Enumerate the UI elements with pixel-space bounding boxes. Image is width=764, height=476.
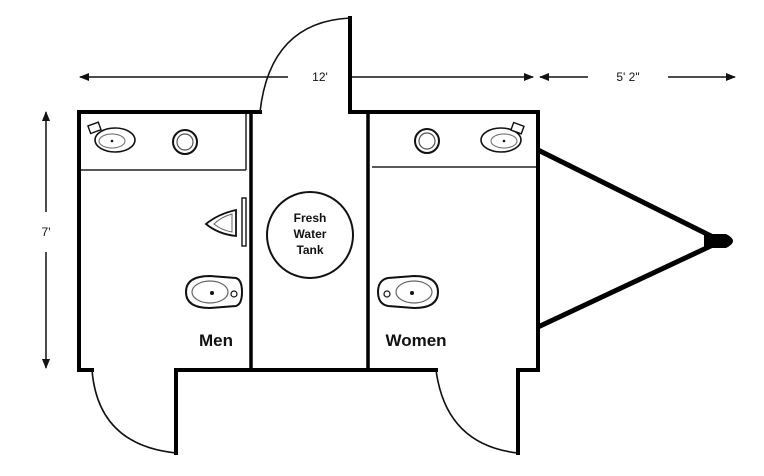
doors [91, 17, 519, 454]
men-room-label: Men [199, 331, 233, 350]
interior-walls [249, 112, 370, 370]
urinal-icon [204, 197, 247, 247]
women-door-swing [435, 369, 519, 454]
length-label: 12' [312, 70, 328, 84]
women-sink-icon [480, 121, 525, 153]
women-trash-icon [414, 128, 440, 154]
exterior-walls [77, 16, 540, 455]
tongue-label: 5' 2" [616, 70, 639, 84]
men-toilet-icon [184, 274, 244, 310]
men-sink-icon [87, 121, 136, 153]
men-trash-icon [172, 129, 198, 155]
width-label: 7' [42, 225, 51, 239]
tank-label-line2: Water [294, 227, 327, 241]
center-door-swing [259, 17, 351, 113]
trailer-tongue [536, 147, 733, 330]
counters [81, 114, 536, 171]
women-toilet-icon [376, 274, 440, 310]
men-door-swing [91, 369, 177, 454]
tank-label-line1: Fresh [294, 211, 327, 225]
tank-label-line3: Tank [296, 243, 323, 257]
fresh-water-tank [266, 191, 354, 279]
women-room-label: Women [385, 331, 446, 350]
